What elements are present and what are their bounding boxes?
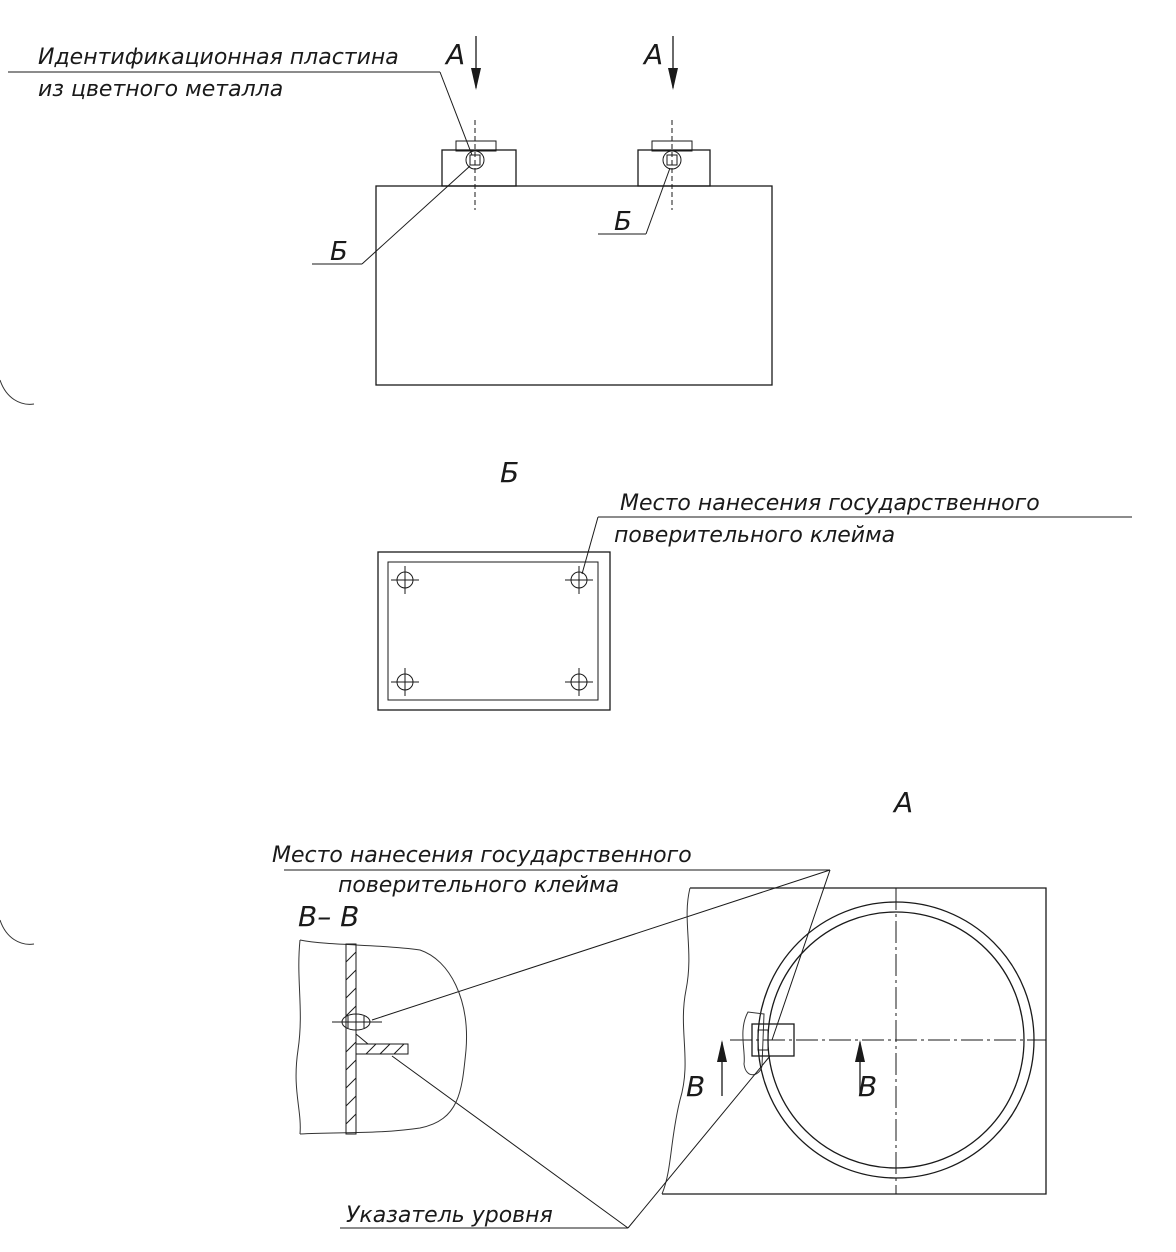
- level-indicator: [742, 1011, 795, 1076]
- rivet-bottom-right: [565, 668, 593, 696]
- right-nozzle: [637, 120, 711, 210]
- detail-a-view: А Место нанесения государственного повер…: [272, 786, 1047, 1229]
- detail-b-plate: Б Место нанесения государственного повер…: [377, 456, 1132, 711]
- section-title: В– В: [298, 900, 359, 933]
- level-indicator-label: Указатель уровня: [346, 1203, 553, 1228]
- detail-b-title: Б: [500, 456, 519, 489]
- detail-b-stamp-line1: Место нанесения государственного: [620, 491, 1040, 516]
- tank-front-view: Идентификационная пластина из цветного м…: [8, 36, 773, 386]
- section-mark-right: В: [858, 1070, 877, 1103]
- left-nozzle: [441, 120, 517, 210]
- section-arrow-left: [717, 1040, 727, 1096]
- rivet-top-right: [565, 566, 593, 594]
- rivet-bottom-left: [391, 668, 419, 696]
- arrow-a-right-label: А: [642, 38, 663, 71]
- tank-body: [375, 185, 773, 386]
- section-arrow-right: [855, 1040, 865, 1096]
- detail-b-stamp-line2: поверительного клейма: [614, 523, 895, 548]
- punch-mark-bottom: [0, 919, 35, 945]
- arrow-a-left-label: А: [444, 38, 465, 71]
- callout-b-right: Б: [614, 207, 632, 237]
- section-mark-left: В: [686, 1070, 705, 1103]
- detail-a-stamp-line1: Место нанесения государственного: [272, 843, 692, 868]
- section-v-v: В– В: [295, 900, 468, 1135]
- detail-a-title: А: [892, 786, 913, 819]
- rivet-top-left: [391, 566, 419, 594]
- view-arrow-a-right: [668, 36, 678, 90]
- punch-mark-top: [0, 379, 35, 405]
- callout-b-left: Б: [330, 237, 348, 267]
- detail-a-stamp-line2: поверительного клейма: [338, 873, 619, 898]
- view-arrow-a-left: [471, 36, 481, 90]
- plate-label-line2: из цветного металла: [38, 77, 283, 102]
- plate-label-line1: Идентификационная пластина: [38, 45, 399, 70]
